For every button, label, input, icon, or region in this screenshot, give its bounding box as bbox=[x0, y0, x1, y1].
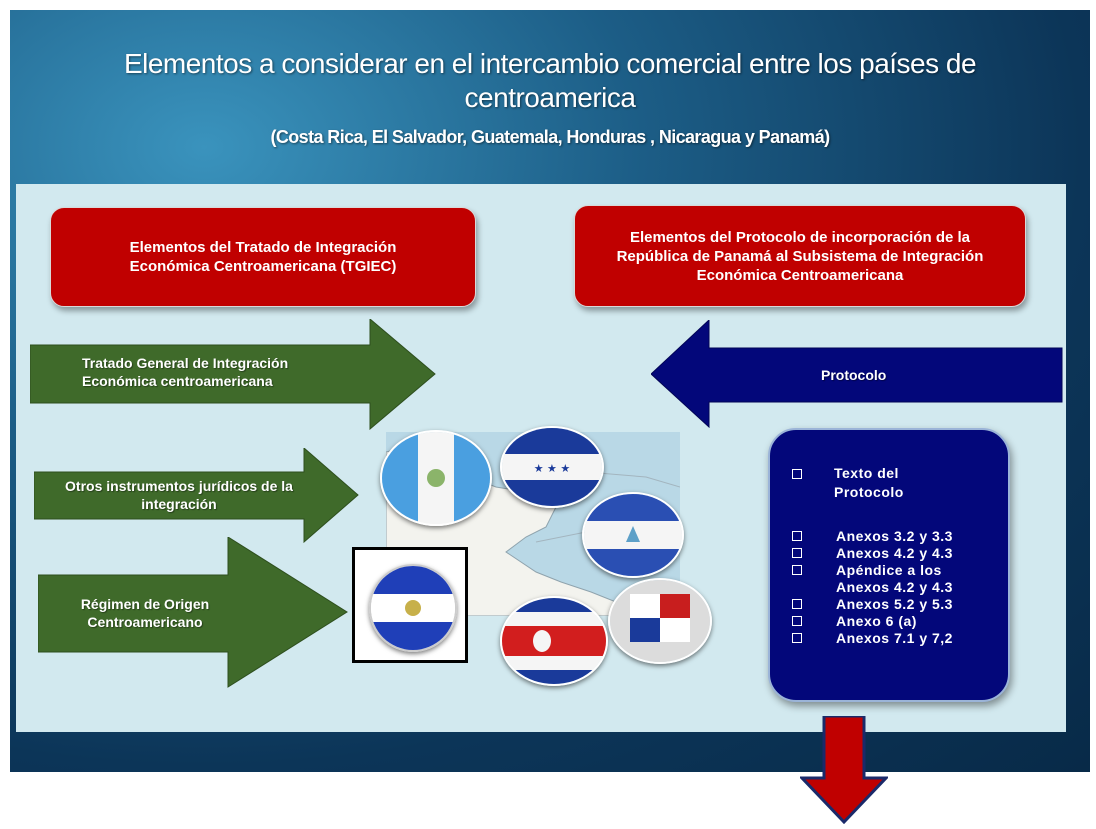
protocolo-panama-box: Elementos del Protocolo de incorporación… bbox=[574, 205, 1026, 307]
guatemala-flag-icon bbox=[380, 430, 492, 526]
el-salvador-flag-icon bbox=[369, 564, 457, 652]
checkbox-icon bbox=[792, 599, 802, 609]
list-item-text: Anexos 5.2 y 5.3 bbox=[836, 596, 953, 612]
down-arrow-shape bbox=[798, 714, 890, 825]
otros-instrumentos-arrow: Otros instrumentos jurídicos de la integ… bbox=[34, 448, 359, 543]
svg-text:★ ★ ★: ★ ★ ★ bbox=[534, 462, 571, 475]
tratado-general-label: Tratado General de Integración Económica… bbox=[82, 355, 289, 389]
list-item-text: Anexos 4.2 y 4.3 bbox=[836, 545, 953, 561]
el-salvador-flag-frame bbox=[352, 547, 468, 663]
title-line-2: centroamerica bbox=[464, 82, 636, 113]
protocolo-arrow: Protocolo bbox=[651, 320, 1063, 428]
otros-instrumentos-label: Otros instrumentos jurídicos de la integ… bbox=[65, 478, 293, 512]
checkbox-icon bbox=[792, 469, 802, 479]
protocolo-label: Protocolo bbox=[821, 367, 887, 383]
honduras-flag-icon: ★ ★ ★ bbox=[500, 426, 604, 508]
checkbox-icon bbox=[792, 531, 802, 541]
protocolo-panama-box-label: Elementos del Protocolo de incorporación… bbox=[616, 228, 984, 284]
regimen-origen-label: Régimen de Origen Centroamericano bbox=[80, 596, 210, 630]
slide-subtitle: (Costa Rica, El Salvador, Guatemala, Hon… bbox=[270, 127, 830, 147]
regimen-origen-arrow: Régimen de Origen Centroamericano bbox=[38, 537, 348, 688]
slide-title: Elementos a considerar en el intercambio… bbox=[10, 47, 1090, 115]
panama-flag-icon bbox=[608, 578, 712, 664]
nicaragua-flag-icon bbox=[582, 492, 684, 578]
checkbox-icon bbox=[792, 565, 802, 575]
tgiec-box-label: Elementos del Tratado de Integración Eco… bbox=[129, 239, 397, 275]
tratado-general-arrow-shape bbox=[30, 319, 436, 430]
list-item-text: Anexos 3.2 y 3.3 bbox=[836, 528, 953, 544]
protocol-list-box: Texto del Protocolo Anexos 3.2 y 3.3 Ane… bbox=[768, 428, 1010, 702]
list-item-text: Apéndice a los Anexos 4.2 y 4.3 bbox=[836, 562, 953, 595]
list-item-text: Anexos 7.1 y 7,2 bbox=[836, 630, 953, 646]
checkbox-icon bbox=[792, 548, 802, 558]
list-item-text: Anexo 6 (a) bbox=[836, 613, 917, 629]
regimen-origen-arrow-shape bbox=[38, 537, 348, 688]
list-item-text: Texto del Protocolo bbox=[834, 465, 904, 500]
checkbox-icon bbox=[792, 616, 802, 626]
tgiec-box: Elementos del Tratado de Integración Eco… bbox=[50, 207, 476, 307]
title-line-1: Elementos a considerar en el intercambio… bbox=[123, 48, 977, 79]
otros-instrumentos-arrow-shape bbox=[34, 448, 359, 543]
checkbox-icon bbox=[792, 633, 802, 643]
tratado-general-arrow: Tratado General de Integración Económica… bbox=[30, 319, 436, 430]
down-arrow bbox=[798, 714, 890, 829]
protocolo-arrow-shape bbox=[651, 320, 1063, 428]
costa-rica-flag-icon bbox=[500, 596, 608, 686]
